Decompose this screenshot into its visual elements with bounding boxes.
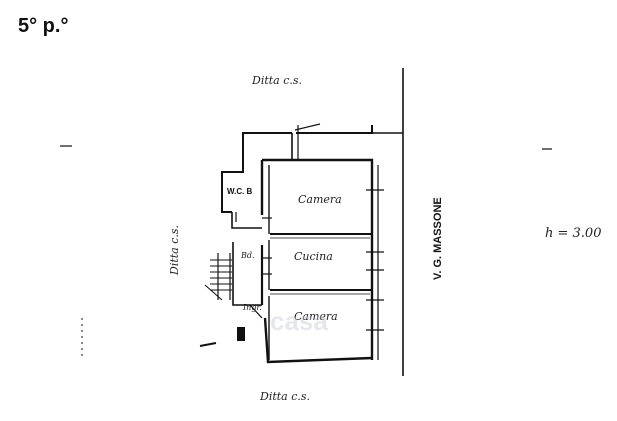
height-label: h = 3.00 — [545, 226, 601, 241]
watermark: casa — [270, 306, 328, 336]
room-label-cucina: Cucina — [294, 250, 333, 263]
room-label-ingresso: Ingr. — [242, 303, 262, 312]
window-marks — [366, 189, 384, 331]
room-label-camera-bottom: Camera — [294, 310, 338, 323]
partition-walls — [268, 165, 372, 360]
margin-marks — [60, 145, 552, 360]
neighbor-bottom-label: Ditta c.s. — [259, 390, 310, 403]
door-marks — [235, 212, 272, 275]
building-outline — [221, 123, 403, 364]
entrance-marker — [237, 327, 245, 341]
floor-label: 5° p.° — [18, 15, 68, 37]
staircase — [199, 253, 232, 347]
room-label-camera-top: Camera — [298, 193, 342, 206]
room-label-bath: Bd. — [240, 251, 255, 260]
neighbor-top-label: Ditta c.s. — [251, 74, 302, 87]
room-label-wc: W.C. B — [227, 187, 253, 196]
street-label: V. G. MASSONE — [432, 197, 444, 280]
neighbor-left-label: Ditta c.s. — [168, 225, 181, 276]
